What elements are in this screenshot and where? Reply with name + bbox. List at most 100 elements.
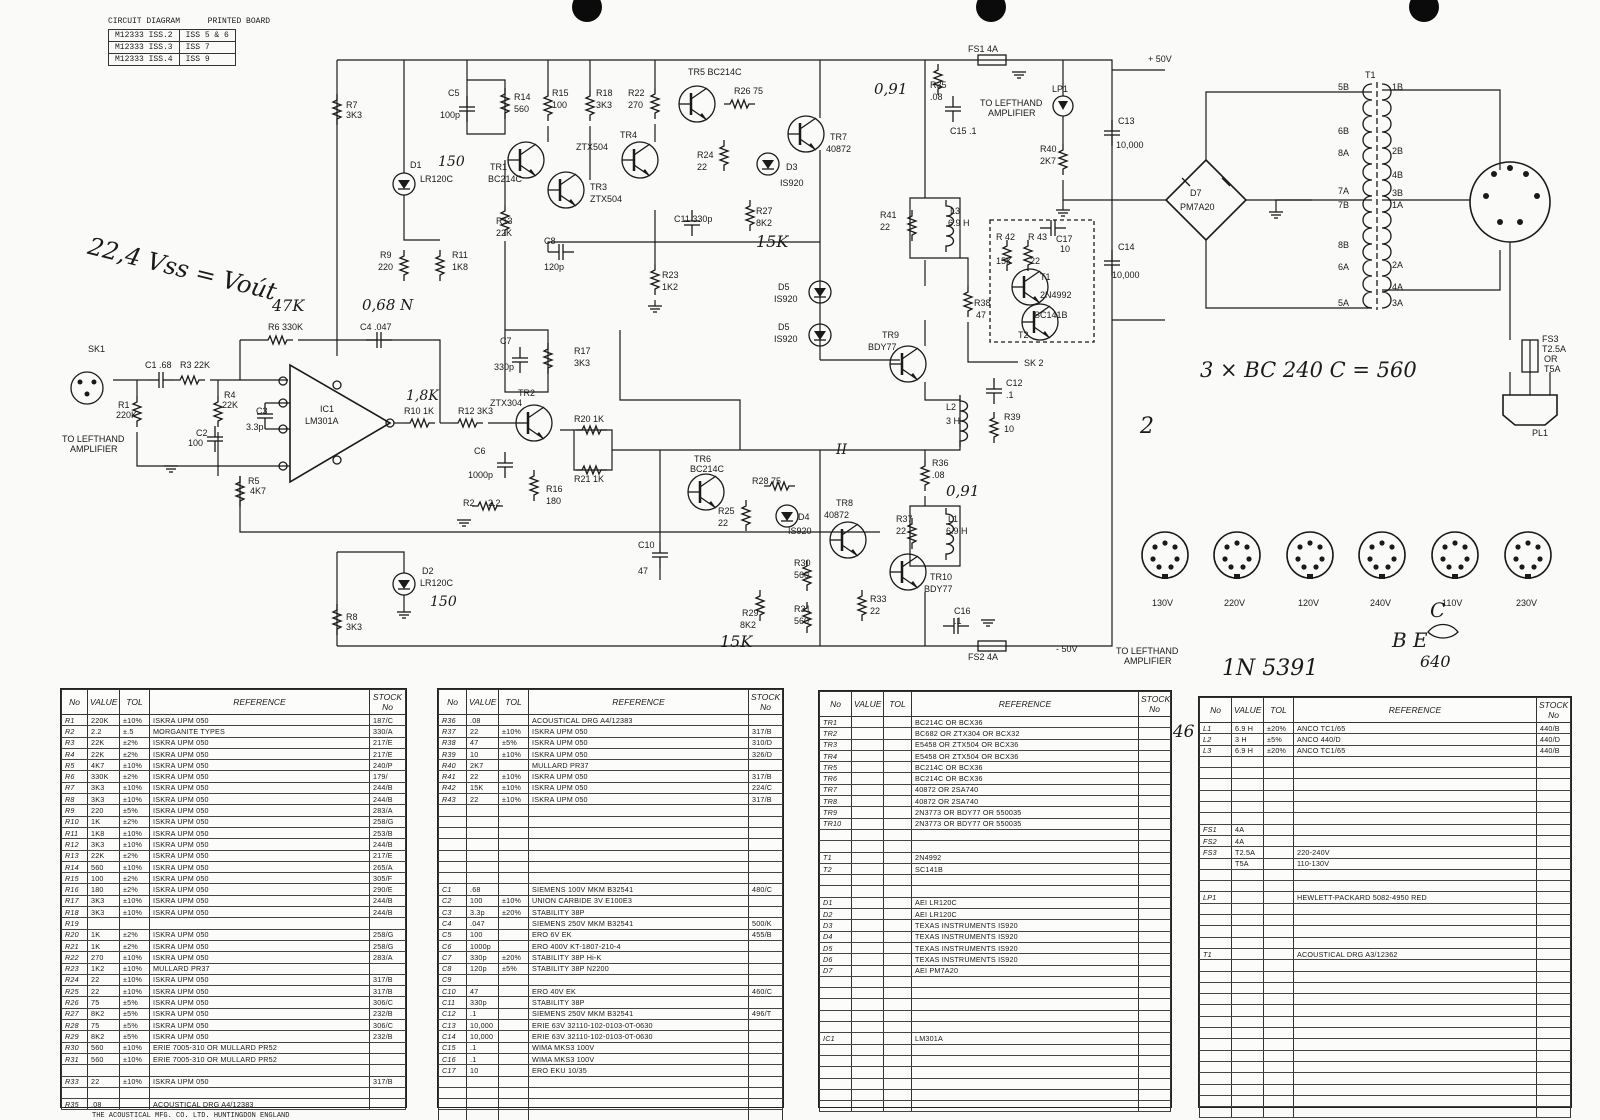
cell-stock: 317/B xyxy=(369,985,406,998)
tr10-value: BDY77 xyxy=(924,584,953,594)
cell-tol xyxy=(883,942,912,955)
cell-value: T2.5A xyxy=(1231,846,1264,859)
cell-no: R33 xyxy=(61,1076,88,1088)
cell-value xyxy=(87,1087,120,1100)
r28-label: R28 75 xyxy=(752,476,781,486)
cell-reference: ISKRA UPM 050 xyxy=(528,748,749,761)
cell-value: 330p xyxy=(466,996,499,1009)
d1-label: D1 xyxy=(410,160,422,170)
cell-reference: 2N3773 OR BDY77 OR 550035 xyxy=(911,806,1139,819)
cell-tol xyxy=(1263,914,1294,927)
cell-tol: ±10% xyxy=(119,951,150,964)
table-row xyxy=(819,1066,1171,1079)
cell-value xyxy=(851,931,884,943)
cell-value: 560 xyxy=(87,1042,120,1054)
sk1-socket xyxy=(70,371,104,405)
cell-tol xyxy=(498,1109,529,1120)
cell-stock xyxy=(1138,908,1171,921)
r22-value: 270 xyxy=(628,100,643,110)
c13-label: C13 xyxy=(1118,116,1135,126)
plug-label-220v: 220V xyxy=(1224,598,1245,608)
cell-stock xyxy=(1536,971,1571,983)
cell-tol xyxy=(119,1087,150,1100)
cell-no: R7 xyxy=(61,782,88,795)
cell-tol: ±.5 xyxy=(119,725,150,738)
cell-no xyxy=(819,874,852,887)
handwritten-r29: 15K xyxy=(720,632,753,651)
cell-tol: ±10% xyxy=(119,861,150,874)
cell-reference: ERIE 63V 32110-102-0103-0T-0630 xyxy=(528,1030,749,1043)
table-row xyxy=(819,1055,1171,1068)
cell-stock: 265/A xyxy=(369,861,406,874)
cell-stock xyxy=(748,1042,783,1054)
c8-label: C8 xyxy=(544,236,556,246)
voltage-selector[interactable] xyxy=(1469,161,1551,243)
cell-reference: 110-130V xyxy=(1293,858,1537,870)
table-row xyxy=(438,1087,783,1100)
r42-value: 15K xyxy=(996,256,1012,266)
c7-value: 330p xyxy=(494,362,514,372)
cell-tol: ±2% xyxy=(119,737,150,749)
cell-tol xyxy=(883,919,912,932)
cell-reference xyxy=(528,838,749,851)
cell-reference xyxy=(1293,880,1537,893)
cell-value xyxy=(1231,801,1264,814)
cell-no xyxy=(1199,1004,1232,1017)
cell-no: D4 xyxy=(819,931,852,943)
cell-tol xyxy=(1263,1016,1294,1029)
cell-value xyxy=(466,974,499,987)
cell-no: TR4 xyxy=(819,750,852,763)
table-row xyxy=(1199,767,1571,780)
cell-value: 1K xyxy=(87,816,120,828)
cell-reference xyxy=(911,1066,1139,1079)
cell-stock xyxy=(369,1087,406,1100)
cell-tol xyxy=(498,714,529,727)
cell-stock xyxy=(748,974,783,987)
r11-value: 1K8 xyxy=(452,262,468,272)
cell-no: R27 xyxy=(61,1008,88,1021)
cell-tol xyxy=(498,850,529,862)
cell-value xyxy=(851,829,884,842)
cell-no: C10 xyxy=(438,985,467,998)
cell-tol xyxy=(498,1030,529,1043)
cell-value: 120p xyxy=(466,963,499,975)
cell-reference: TEXAS INSTRUMENTS IS920 xyxy=(911,919,1139,932)
cell-value xyxy=(851,818,884,830)
cell-reference: MULLARD PR37 xyxy=(149,963,370,975)
cell-value xyxy=(1231,1050,1264,1062)
cell-stock xyxy=(1536,846,1571,859)
cell-tol: ±5% xyxy=(498,737,529,749)
handwritten-r6: 47K xyxy=(272,296,305,315)
cell-stock xyxy=(1138,852,1171,864)
cell-stock xyxy=(1138,795,1171,808)
cell-value xyxy=(851,953,884,966)
cell-tol xyxy=(1263,1072,1294,1085)
cell-reference xyxy=(1293,756,1537,769)
cell-stock xyxy=(1138,931,1171,943)
cell-value: 75 xyxy=(87,1019,120,1032)
cell-tol xyxy=(498,816,529,828)
cell-stock xyxy=(369,1098,406,1111)
cell-value xyxy=(851,1032,884,1045)
cell-no: D7 xyxy=(819,965,852,977)
col-stock: STOCK No xyxy=(1138,691,1171,717)
cell-value: 1K xyxy=(87,940,120,953)
cell-value xyxy=(1231,767,1264,780)
cell-stock xyxy=(1536,1084,1571,1096)
cell-value xyxy=(851,1010,884,1023)
cell-reference: ISKRA UPM 050 xyxy=(149,1076,370,1088)
cell-stock xyxy=(1138,840,1171,853)
table-row xyxy=(819,976,1171,989)
cell-stock: 326/D xyxy=(748,748,783,761)
r23-value: 1K2 xyxy=(662,282,678,292)
